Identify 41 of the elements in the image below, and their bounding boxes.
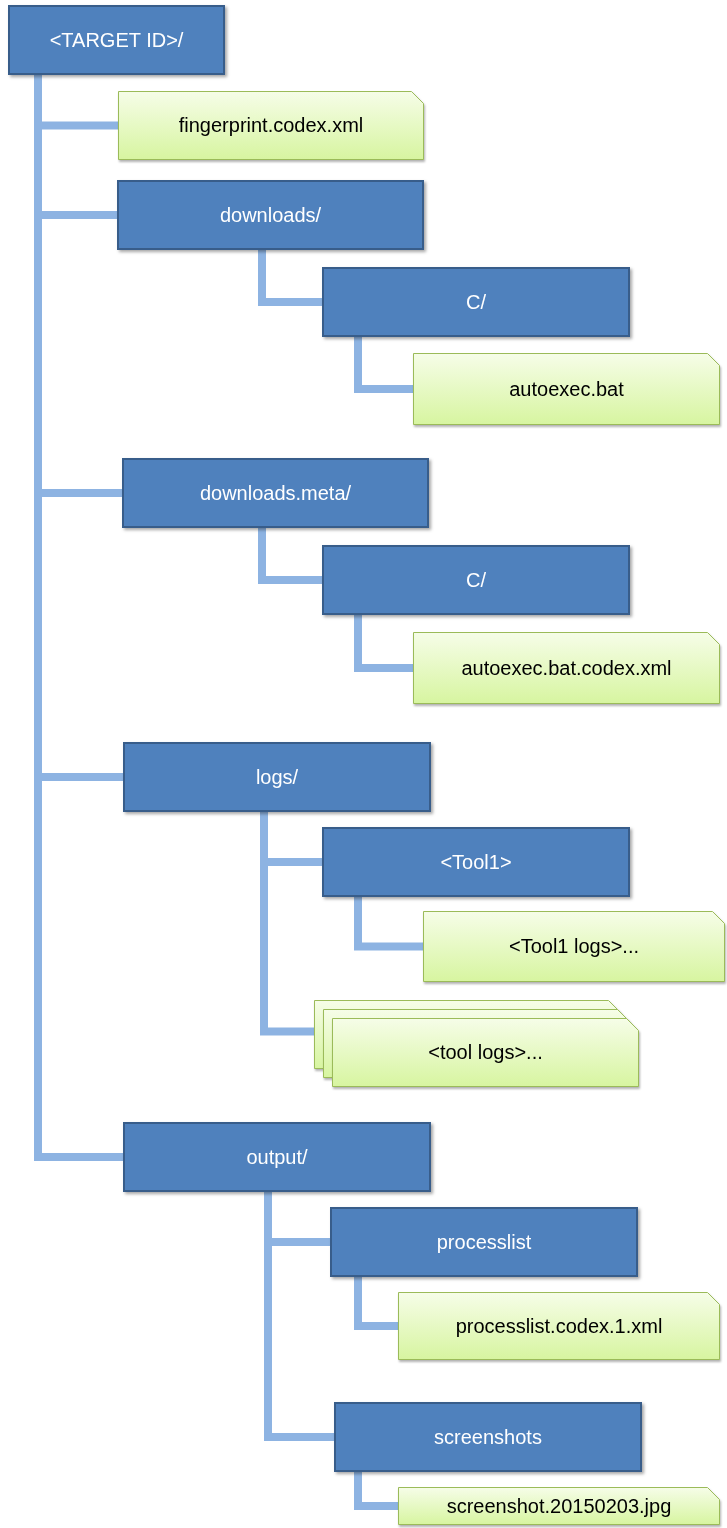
connector-line	[354, 1277, 398, 1330]
folder-name: logs/	[255, 765, 299, 789]
file-name: <tool logs>...	[428, 1041, 543, 1064]
file-name: autoexec.bat.codex.xml	[461, 656, 672, 680]
file-name: processlist.codex.1.xml	[455, 1314, 663, 1338]
file-name: fingerprint.codex.xml	[178, 114, 364, 137]
folder-box	[322, 827, 630, 897]
connector-line	[354, 337, 413, 393]
folder-name: downloads/	[219, 203, 322, 227]
connector-line	[258, 528, 322, 584]
file-box	[423, 911, 725, 982]
folder-name: <TARGET ID>/	[49, 28, 184, 52]
folder-name: screenshots	[434, 1425, 542, 1449]
folder-box	[330, 1207, 638, 1277]
folder-box	[8, 5, 225, 75]
folder-name: <Tool1>	[440, 850, 512, 874]
file-box	[413, 353, 720, 425]
folder-box	[117, 180, 424, 250]
folder-name: C/	[466, 568, 486, 592]
folder-box	[322, 267, 630, 337]
file-name: screenshot.20150203.jpg	[446, 1494, 672, 1518]
file-name: <Tool1 logs>...	[508, 935, 640, 958]
folder-name: processlist	[436, 1230, 532, 1254]
file-box	[118, 91, 424, 160]
folder-name: downloads.meta/	[199, 481, 352, 505]
folder-box	[123, 742, 431, 812]
folder-name: output/	[246, 1145, 308, 1169]
file-box	[398, 1487, 720, 1525]
folder-box	[123, 1122, 431, 1192]
connector-line	[354, 1472, 398, 1510]
folder-box	[322, 545, 630, 615]
file-name: autoexec.bat	[509, 377, 624, 401]
folder-box	[122, 458, 429, 528]
folder-box	[334, 1402, 642, 1472]
connector-line	[354, 897, 423, 951]
file-box	[413, 632, 720, 704]
folder-name: C/	[466, 290, 486, 314]
connector-line	[258, 250, 322, 306]
file-box	[398, 1292, 720, 1360]
connector-line	[354, 615, 413, 672]
file-stack	[314, 1000, 639, 1087]
